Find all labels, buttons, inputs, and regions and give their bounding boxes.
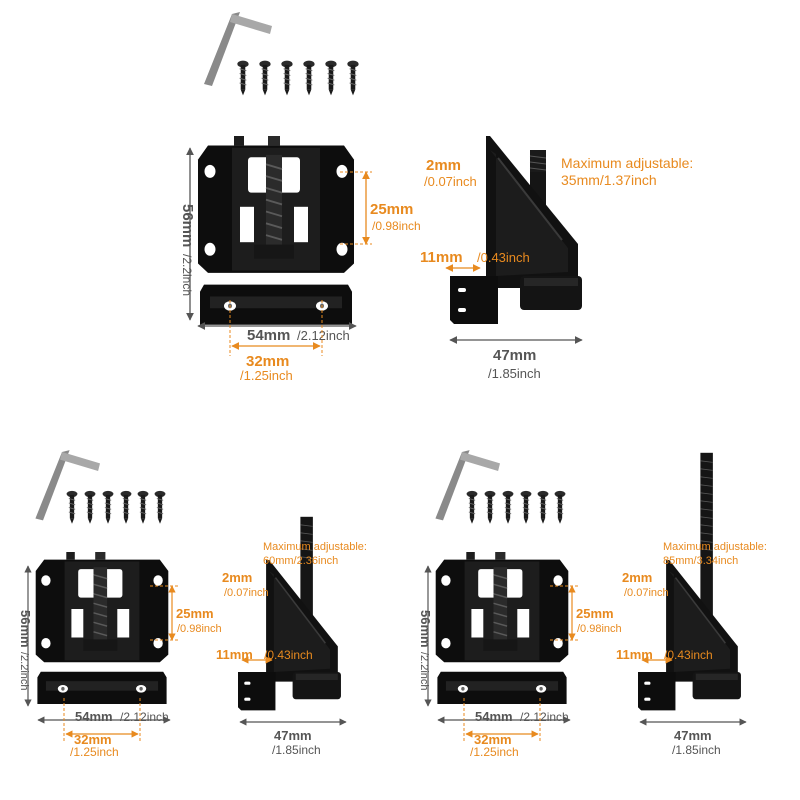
vertical-spacing-sub-label: /0.98inch [177,623,222,635]
max-adjust-value: 35mm/1.37inch [561,172,657,188]
thickness-main-label: 2mm [222,570,252,585]
hole-spacing-sub-label: /1.25inch [470,745,519,759]
thickness-main-label: 2mm [426,157,461,174]
hole-spacing-main-label: 32mm [74,732,112,747]
width-sub-label: /2.12inch [120,710,169,724]
hole-spacing-main-label: 32mm [474,732,512,747]
panel-3: 56mm /2.2inch 25mm /0.98inch 54mm /2.12i… [418,450,767,759]
bracket-side-view [637,452,742,712]
offset-main-label: 11mm [420,249,463,266]
hole-spacing-main-label: 32mm [246,353,289,370]
offset-main-label: 11mm [216,647,253,662]
width-sub-label: /2.12inch [297,328,350,343]
hole-spacing-sub-label: /1.25inch [240,368,293,383]
bracket-side-view [449,135,583,325]
vertical-spacing-sub-label: /0.98inch [577,623,622,635]
height-main-label: 56mm [18,610,33,648]
depth-main-label: 47mm [274,728,312,743]
depth-sub-label: /1.85inch [488,366,541,381]
height-sub-label: /2.2inch [180,254,194,296]
depth-main-label: 47mm [674,728,712,743]
offset-sub-label: /0.43inch [477,250,530,265]
height-main-label: 56mm [418,610,433,648]
thickness-sub-label: /0.07inch [424,174,477,189]
offset-sub-label: /0.43inch [264,648,313,662]
screws-image [236,60,360,96]
depth-sub-label: /1.85inch [272,743,321,757]
bracket-side-view [237,516,342,712]
width-main-label: 54mm [475,709,513,724]
max-adjust-title: Maximum adjustable: [561,155,693,171]
max-adjust-title: Maximum adjustable: [263,541,367,553]
height-main-label: 56mm [179,204,196,247]
vertical-spacing-main-label: 25mm [576,606,614,621]
max-adjust-title: Maximum adjustable: [663,541,767,553]
bracket-front-view [434,551,570,705]
depth-sub-label: /1.85inch [672,743,721,757]
width-sub-label: /2.12inch [520,710,569,724]
thickness-sub-label: /0.07inch [224,587,269,599]
screws-image [466,490,566,525]
bracket-front-view [197,135,355,326]
vertical-spacing-main-label: 25mm [370,201,413,218]
thickness-sub-label: /0.07inch [624,587,669,599]
offset-sub-label: /0.43inch [664,648,713,662]
vertical-spacing-sub-label: /0.98inch [372,219,421,233]
depth-main-label: 47mm [493,347,536,364]
thickness-main-label: 2mm [622,570,652,585]
bracket-front-view [34,551,170,705]
screws-image [66,490,166,525]
panel-1: 56mm /2.2inch 25mm /0.98inch 54mm /2.12i… [179,12,693,383]
panel-2: 56mm /2.2inch 25mm /0.98inch 54mm /2.12i… [18,450,367,759]
height-sub-label: /2.2inch [418,652,430,691]
width-main-label: 54mm [75,709,113,724]
offset-main-label: 11mm [616,647,653,662]
width-main-label: 54mm [247,327,290,344]
hole-spacing-sub-label: /1.25inch [70,745,119,759]
hex-key-image [204,12,272,86]
height-sub-label: /2.2inch [18,652,30,691]
vertical-spacing-main-label: 25mm [176,606,214,621]
max-adjust-value: 60mm/2.36inch [263,555,338,567]
max-adjust-value: 85mm/3.34inch [663,555,738,567]
